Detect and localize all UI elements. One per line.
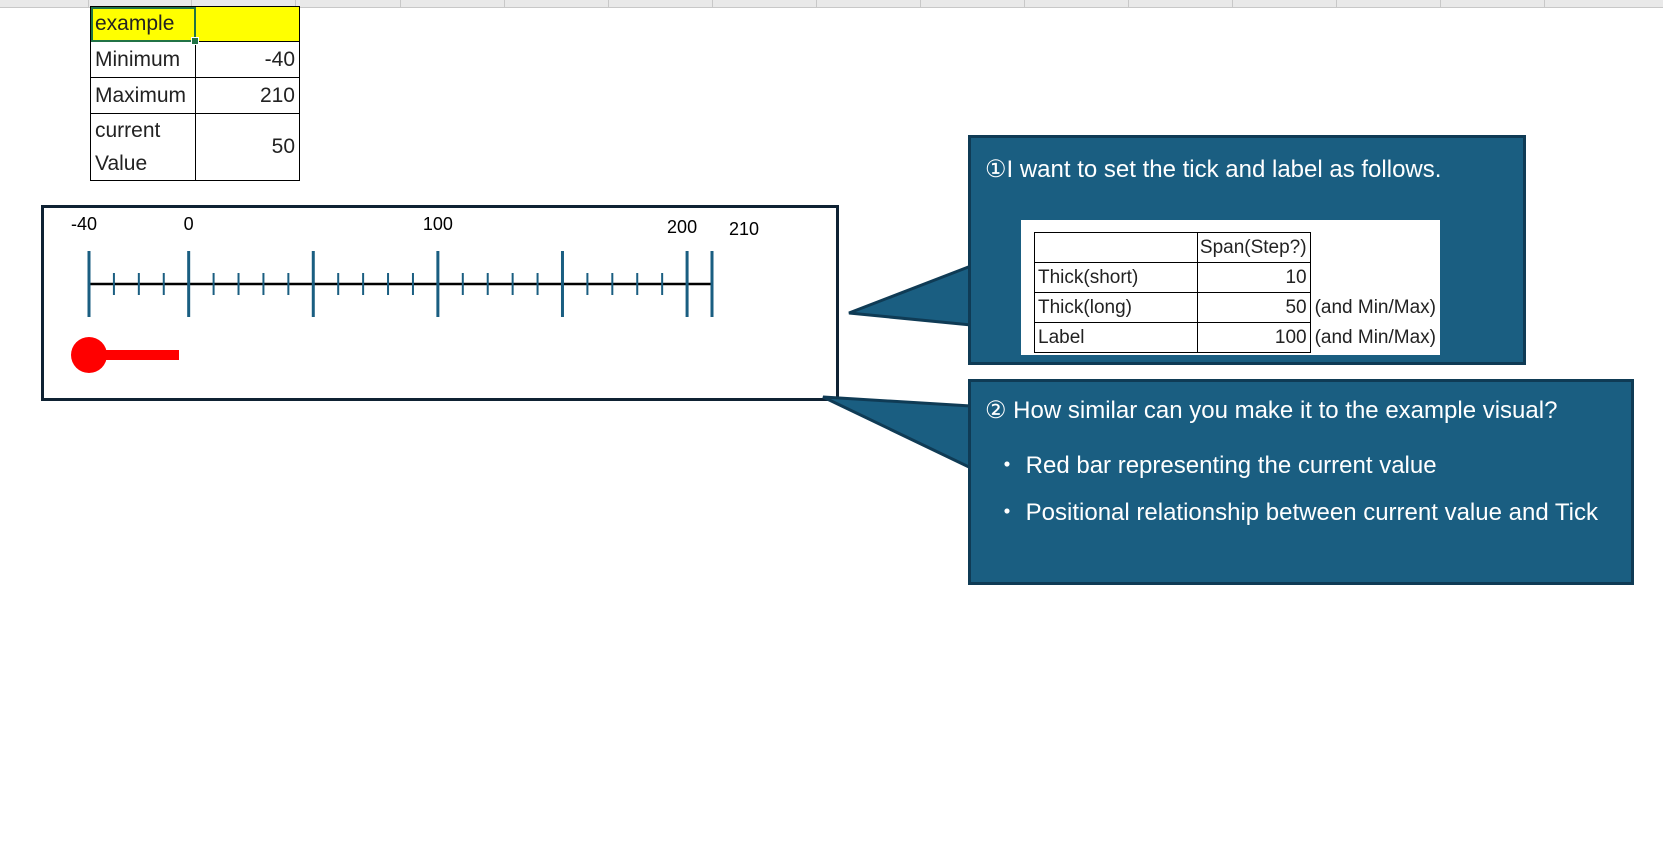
spec-header-note — [1310, 233, 1439, 263]
gauge-chart: -40 0 100 200 210 — [71, 214, 759, 373]
fill-handle[interactable] — [191, 37, 199, 45]
column-separator[interactable] — [816, 0, 817, 7]
cell-minimum-value[interactable]: -40 — [195, 41, 300, 78]
column-separator[interactable] — [295, 0, 296, 7]
spec-note: (and Min/Max) — [1314, 326, 1436, 348]
callout2-bullet: ・ Positional relationship between curren… — [995, 499, 1598, 526]
callout2-pointer — [822, 395, 973, 471]
column-separator[interactable] — [1440, 0, 1441, 7]
spec-name: Thick(long) — [1034, 292, 1198, 323]
column-separator[interactable] — [1024, 0, 1025, 7]
gauge-tick-label: 0 — [184, 214, 194, 234]
spec-note — [1310, 263, 1439, 293]
column-separator[interactable] — [1544, 0, 1545, 7]
gauge-tick-label: 210 — [729, 219, 759, 239]
current-label-line2: Value — [95, 152, 148, 175]
column-separator[interactable] — [504, 0, 505, 7]
cell-maximum-value[interactable]: 210 — [195, 77, 300, 114]
current-label-line1: current — [95, 119, 161, 142]
column-separator[interactable] — [88, 0, 89, 7]
column-separator[interactable] — [400, 0, 401, 7]
spec-header: Span(Step?) — [1196, 232, 1311, 263]
column-separator[interactable] — [1128, 0, 1129, 7]
cell-current-value[interactable]: 50 — [195, 113, 300, 181]
spec-value: 50 — [1196, 292, 1311, 323]
callout2-bullet: ・ Red bar representing the current value — [995, 452, 1437, 479]
spec-table-image: Span(Step?) Thick(short) 10 Thick(long) … — [1021, 220, 1440, 355]
gauge-tick-label: 100 — [423, 214, 453, 234]
column-header-strip[interactable] — [0, 0, 1663, 8]
spec-name: Thick(short) — [1034, 262, 1198, 293]
spec-note: (and Min/Max) — [1314, 296, 1436, 318]
callout-similarity-question[interactable]: ② How similar can you make it to the exa… — [968, 379, 1634, 585]
column-separator[interactable] — [712, 0, 713, 7]
spec-row-thick-long: Thick(long) 50 (and Min/Max) — [1034, 292, 1440, 323]
current-value-bulb — [71, 337, 107, 373]
column-separator[interactable] — [608, 0, 609, 7]
gauge-tick-label: 200 — [667, 217, 697, 237]
spec-header-blank — [1034, 232, 1198, 263]
cell-minimum-label[interactable]: Minimum — [90, 41, 196, 78]
column-separator[interactable] — [1336, 0, 1337, 7]
table-title: example — [95, 12, 175, 35]
column-separator[interactable] — [191, 0, 192, 7]
column-separator[interactable] — [920, 0, 921, 7]
callout-tick-spec[interactable]: ①I want to set the tick and label as fol… — [968, 135, 1526, 365]
spec-row-label: Label 100 (and Min/Max) — [1034, 322, 1440, 353]
spec-name: Label — [1034, 322, 1198, 353]
gauge-example-frame[interactable]: -40 0 100 200 210 — [41, 205, 839, 401]
spec-header-row: Span(Step?) — [1034, 232, 1440, 263]
cell-empty[interactable] — [195, 6, 300, 42]
cell-maximum-label[interactable]: Maximum — [90, 77, 196, 114]
spec-value: 100 — [1196, 322, 1311, 353]
callout2-title: ② How similar can you make it to the exa… — [985, 397, 1558, 424]
callout1-title: ①I want to set the tick and label as fol… — [985, 156, 1442, 183]
callout1-pointer — [848, 263, 973, 327]
spec-value: 10 — [1196, 262, 1311, 293]
gauge-tick-label: -40 — [71, 214, 97, 234]
spec-row-thick-short: Thick(short) 10 — [1034, 262, 1440, 293]
spec-table: Span(Step?) Thick(short) 10 Thick(long) … — [1034, 232, 1440, 353]
column-separator[interactable] — [1232, 0, 1233, 7]
cell-example-title[interactable]: example — [90, 6, 199, 45]
